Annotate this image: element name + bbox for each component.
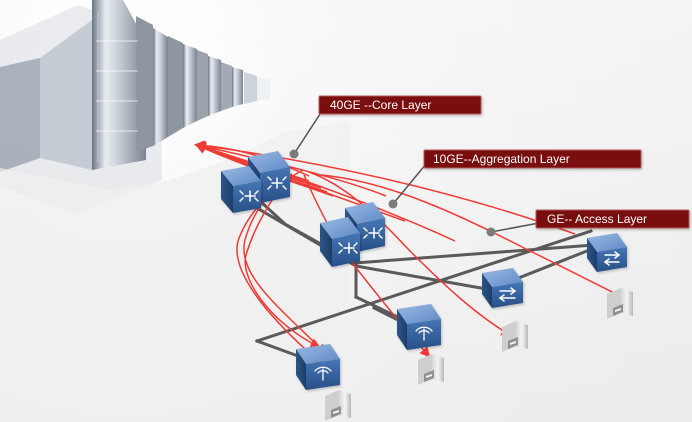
callout-connectors [293,110,540,233]
core-callout-line [293,110,323,155]
wireless-access-point-group [296,304,441,390]
arrow-path [194,141,387,197]
connector-dot-icon [289,149,299,159]
network-link [353,294,407,323]
network-link [255,229,593,343]
aggregation-layer-label-text: 10GE--Aggregation Layer [433,152,570,166]
arrow-path [194,140,576,235]
aggregation-layer-label: 10GE--Aggregation Layer [423,149,642,169]
access-switch-icon [482,268,523,308]
server-icon [607,288,633,319]
aggregation-callout-line [392,163,427,205]
access-switch-icon [587,233,627,272]
arrow-path [194,142,456,242]
connector-dot-icon [486,227,496,237]
network-link [519,245,599,279]
core-layer-label-text: 40GE --Core Layer [330,98,431,112]
core-switch-icon [221,166,261,213]
access-layer-label-bg [535,209,690,229]
arrow-path [195,143,406,222]
core-layer-label-bg [318,95,482,115]
arrow-path [320,174,628,300]
wireless-access-point-icon [397,304,441,350]
core-switch-group [221,151,290,213]
arrow-path [308,171,512,337]
wireless-access-point-icon [296,344,340,390]
aggregation-switch-icon [320,217,360,267]
access-layer-label: GE-- Access Layer [535,209,690,229]
server-group [325,288,633,421]
layer-labels: 40GE --Core Layer 10GE--Aggregation Laye… [318,95,690,229]
core-switch-icon [248,151,290,203]
callout-dots [289,149,496,237]
network-link [354,264,494,292]
aggregation-switch-group [320,202,385,267]
access-callout-line [490,222,540,233]
connector-dot-icon [388,199,398,209]
server-icon [502,321,528,352]
network-link [255,339,300,358]
server-icon [418,354,444,385]
network-link [353,243,596,265]
server-icon [325,390,351,421]
access-layer-label-text: GE-- Access Layer [547,212,647,226]
access-switch-group [482,233,627,308]
aggregation-layer-label-bg [423,149,642,169]
core-layer-label: 40GE --Core Layer [318,95,482,115]
traffic-arrows [193,140,628,367]
